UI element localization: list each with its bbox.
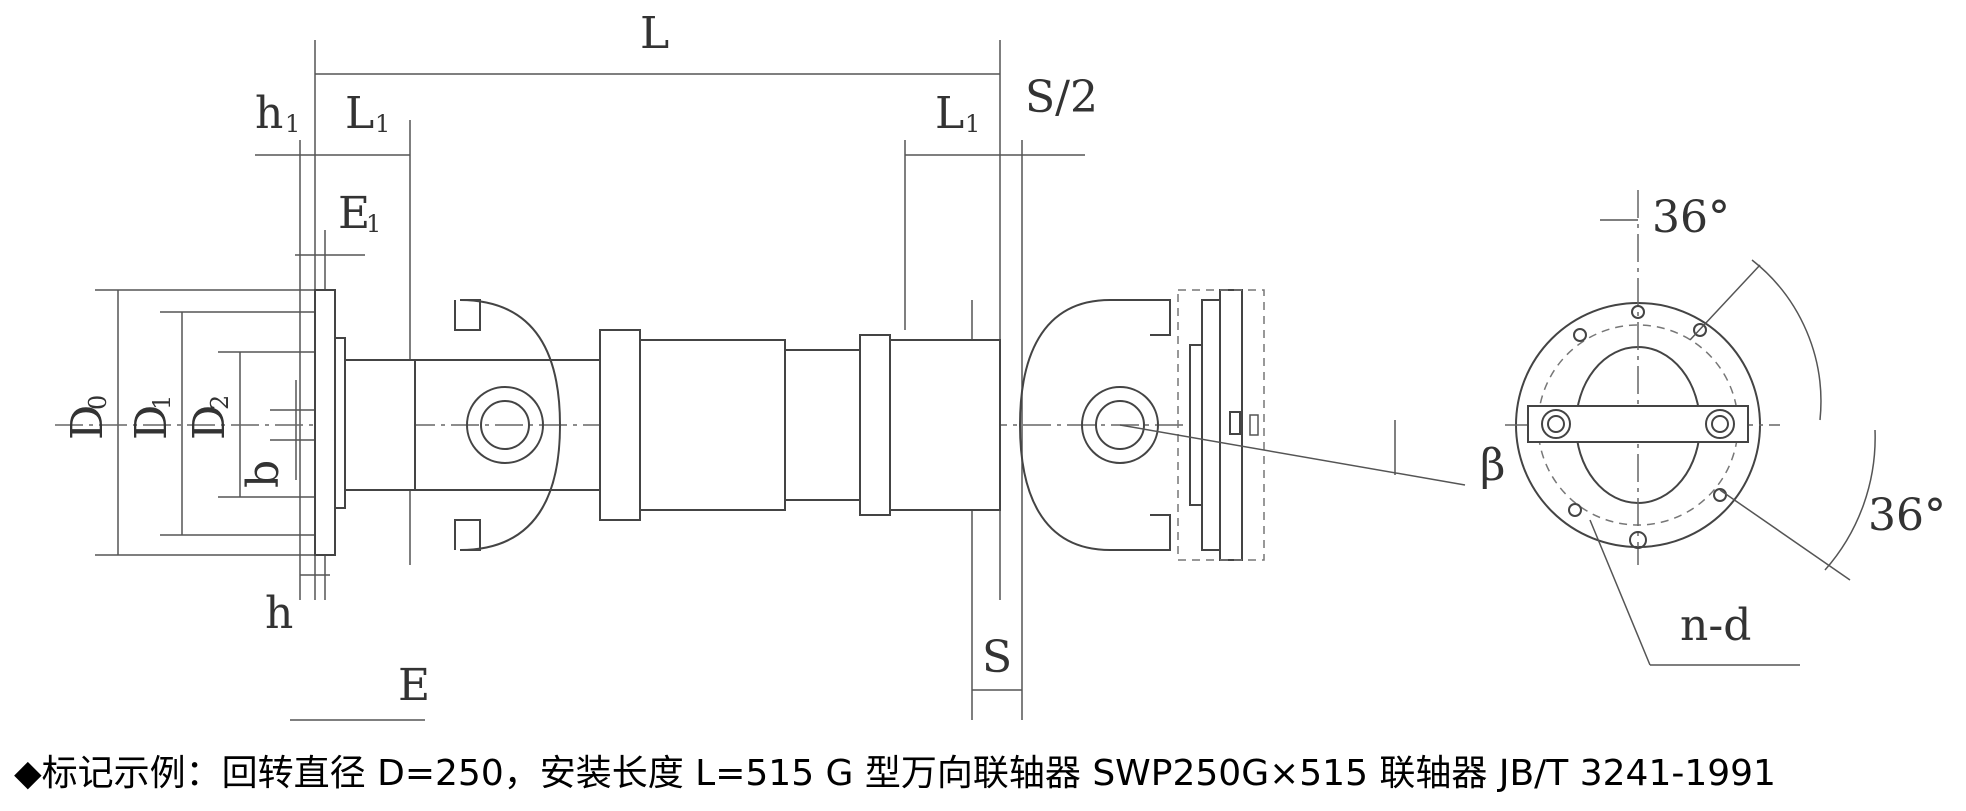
label-L1-right: L — [935, 88, 964, 139]
label-E: E — [398, 660, 430, 711]
marking-example-caption: ◆标记示例：回转直径 D=250，安装长度 L=515 G 型万向联轴器 SWP… — [14, 753, 1776, 794]
label-S-half: S/2 — [1025, 72, 1098, 123]
end-view — [1505, 190, 1876, 666]
label-b: b — [238, 460, 289, 488]
label-angle-right: 36° — [1868, 490, 1946, 541]
label-nd: n-d — [1680, 600, 1751, 651]
dimension-labels: L h 1 L 1 L 1 S/2 E 1 D 0 D 1 D 2 b h E … — [62, 8, 1946, 711]
label-angle-top: 36° — [1652, 192, 1730, 243]
label-beta: β — [1480, 440, 1505, 491]
label-S: S — [982, 632, 1012, 683]
label-L: L — [640, 8, 669, 59]
label-h1: h — [255, 88, 283, 139]
label-L1-left-sub: 1 — [375, 110, 390, 138]
shaft-body — [55, 289, 1466, 561]
label-L1-right-sub: 1 — [965, 110, 980, 138]
label-E1: E — [338, 188, 370, 239]
coupling-drawing: L h 1 L 1 L 1 S/2 E 1 D 0 D 1 D 2 b h E … — [55, 8, 1946, 721]
label-D1-sub: 1 — [148, 395, 176, 410]
label-L1-left: L — [345, 88, 374, 139]
label-D1: D — [126, 405, 177, 440]
label-D2: D — [184, 405, 235, 440]
label-D0-sub: 0 — [84, 395, 112, 410]
label-E1-sub: 1 — [366, 210, 381, 238]
label-D2-sub: 2 — [206, 395, 234, 410]
label-D0: D — [62, 405, 113, 440]
label-h: h — [265, 588, 293, 639]
label-h1-sub: 1 — [285, 110, 300, 138]
